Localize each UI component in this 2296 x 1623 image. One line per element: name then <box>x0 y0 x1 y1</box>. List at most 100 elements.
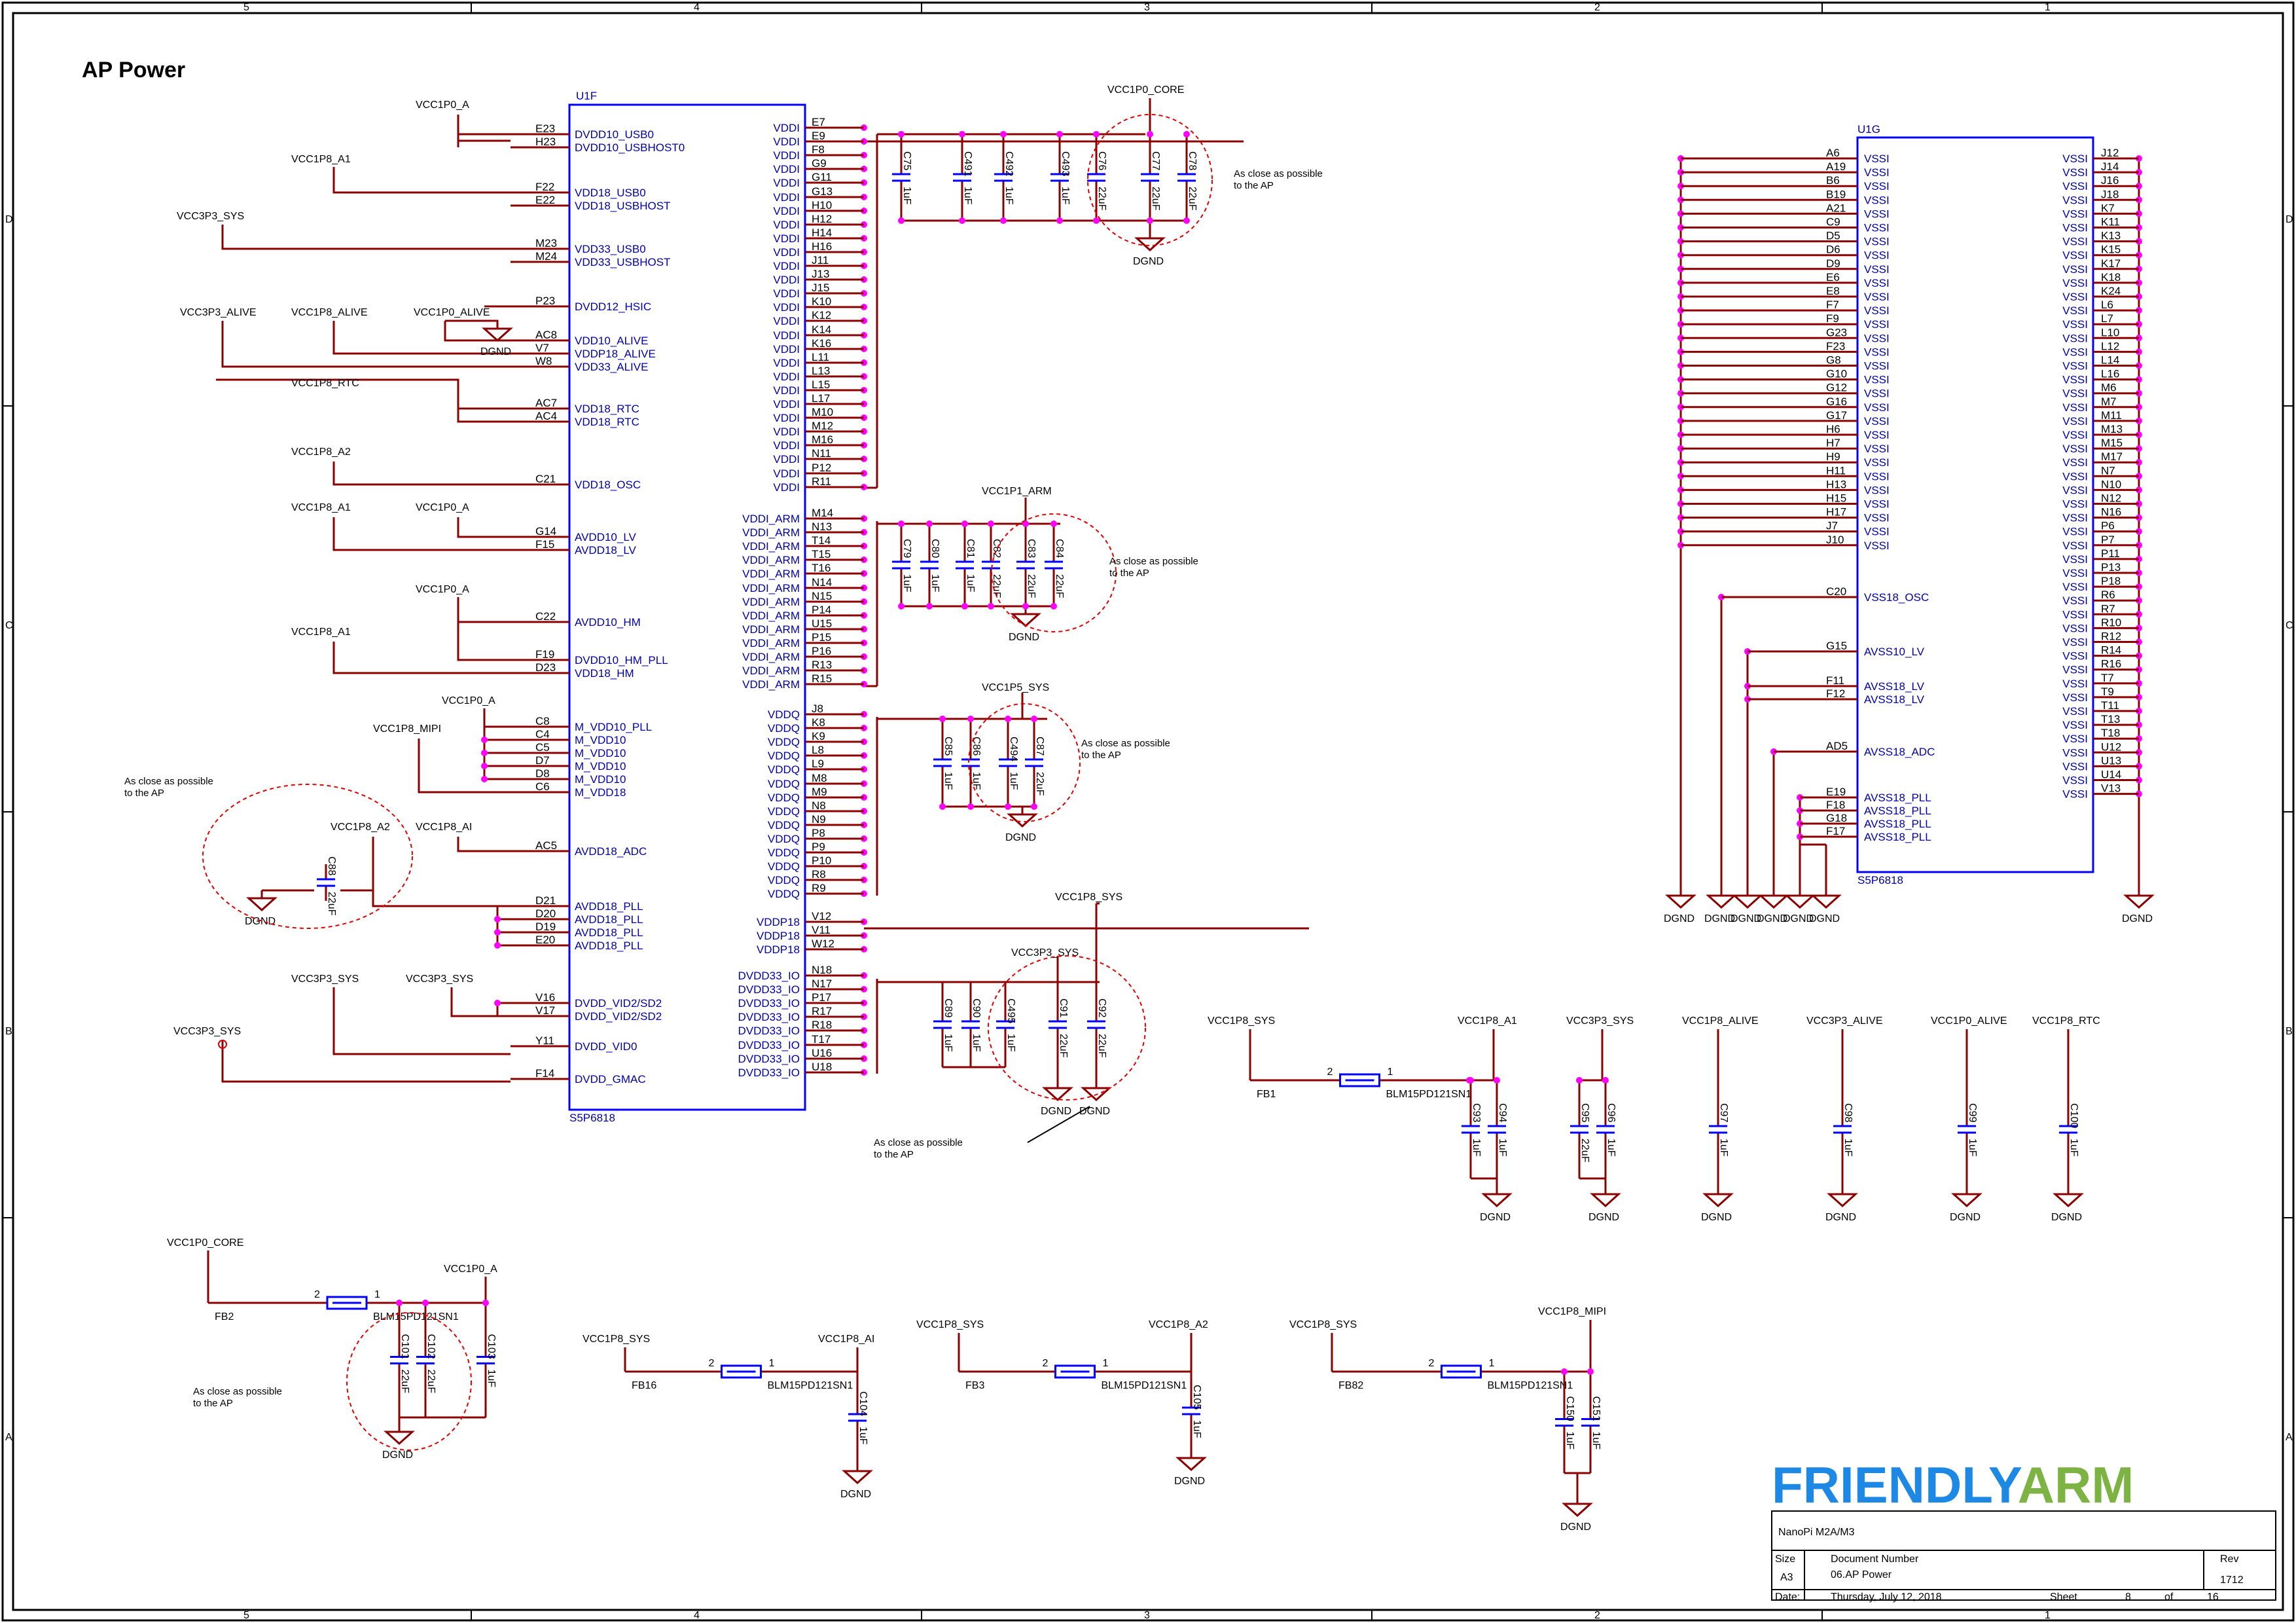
u1f-pin[interactable]: D23VDD18_HM <box>511 661 634 680</box>
u1f-pin[interactable]: N13VDDI_ARM <box>742 520 864 539</box>
capacitor[interactable]: C891uF <box>933 982 954 1067</box>
u1f-pin[interactable]: AC8VDD10_ALIVE <box>511 329 648 347</box>
u1f-pin[interactable]: H10VDDI <box>773 199 864 217</box>
u1f-pin[interactable]: F15AVDD18_LV <box>511 538 637 556</box>
u1f-pin[interactable]: N9VDDQ <box>768 813 864 831</box>
u1f-pin[interactable]: M23VDD33_USB0 <box>511 237 646 255</box>
u1f-pin[interactable]: K10VDDI <box>773 295 864 314</box>
u1f-pin[interactable]: M9VDDQ <box>768 786 864 804</box>
capacitor[interactable]: C901uF <box>961 982 982 1067</box>
u1f-pin[interactable]: P9VDDQ <box>768 841 864 859</box>
u1g-pin[interactable]: G16VSSI <box>1681 395 1890 414</box>
u1g-pin[interactable]: E8VSSI <box>1681 285 1890 303</box>
u1f-pin[interactable]: M12VDDI <box>773 420 864 438</box>
capacitor[interactable]: C7822uF <box>1177 134 1198 221</box>
capacitor[interactable]: C8822uF <box>317 856 337 916</box>
u1f-pin[interactable]: F14DVDD_GMAC <box>511 1067 646 1085</box>
u1f-pin[interactable]: N11VDDI <box>773 447 864 465</box>
u1g-pin[interactable]: B6VSSI <box>1681 174 1890 192</box>
capacitor[interactable]: C10222uF <box>416 1303 437 1417</box>
capacitor[interactable]: C4941uF <box>999 719 1019 807</box>
u1g-pin[interactable]: AD5AVSS18_ADC <box>1774 740 1935 758</box>
capacitor[interactable]: C8422uF <box>1045 524 1065 606</box>
u1g-symbol[interactable]: U1G S5P6818 A6VSSIA19VSSIB6VSSIB19VSSIA2… <box>1681 123 2139 886</box>
u1f-pin[interactable]: P23DVDD12_HSIC <box>511 295 651 313</box>
u1f-pin[interactable]: J15VDDI <box>773 282 864 300</box>
u1f-pin[interactable]: V12VDDP18 <box>757 910 864 928</box>
u1g-pin[interactable]: J18VSSI <box>2062 188 2139 206</box>
u1g-pin[interactable]: M13VSSI <box>2062 423 2139 441</box>
u1f-pin[interactable]: R15VDDI_ARM <box>742 672 864 691</box>
capacitor[interactable]: C941uF <box>1488 1080 1508 1178</box>
capacitor[interactable]: C1001uF <box>2059 1080 2079 1178</box>
u1f-pin[interactable]: D7M_VDD10 <box>511 754 626 773</box>
u1g-pin[interactable]: G17VSSI <box>1681 409 1890 428</box>
u1f-pin[interactable]: U16DVDD33_IO <box>738 1047 864 1065</box>
u1g-pin[interactable]: D5VSSI <box>1681 230 1890 248</box>
u1f-pin[interactable]: L9VDDQ <box>768 757 864 776</box>
u1f-pin[interactable]: J13VDDI <box>773 268 864 286</box>
u1g-pin[interactable]: D9VSSI <box>1681 257 1890 276</box>
capacitor[interactable]: C971uF <box>1709 1080 1729 1178</box>
u1g-pin[interactable]: H15VSSI <box>1681 492 1890 511</box>
u1f-pin[interactable]: V11VDDP18 <box>757 924 864 942</box>
u1f-pin[interactable]: P14VDDI_ARM <box>742 604 864 622</box>
u1f-pin[interactable]: L13VDDI <box>773 365 864 383</box>
capacitor[interactable]: C1501uF <box>1555 1372 1575 1473</box>
capacitor[interactable]: C861uF <box>961 719 982 807</box>
u1f-pin[interactable]: G13VDDI <box>773 185 864 204</box>
u1f-pin[interactable]: N14VDDI_ARM <box>742 576 864 594</box>
u1f-pin[interactable]: T17DVDD33_IO <box>738 1033 864 1051</box>
u1f-pin[interactable]: P8VDDQ <box>768 827 864 845</box>
u1g-pin[interactable]: V13VSSI <box>2062 782 2139 801</box>
capacitor[interactable]: C751uF <box>892 134 912 221</box>
capacitor[interactable]: C9522uF <box>1570 1080 1590 1178</box>
ferrite-bead[interactable]: FB2BLM15PD121SN121 <box>208 1289 486 1322</box>
u1g-pin[interactable]: R10VSSI <box>2062 616 2139 634</box>
u1g-pin[interactable]: K24VSSI <box>2062 285 2139 303</box>
u1f-pin[interactable]: K16VDDI <box>773 337 864 356</box>
u1g-pin[interactable]: E6VSSI <box>1681 271 1890 289</box>
u1g-pin[interactable]: F12AVSS18_LV <box>1748 687 1925 706</box>
u1f-pin[interactable]: N8VDDQ <box>768 799 864 818</box>
u1g-pin[interactable]: F11AVSS18_LV <box>1748 674 1925 693</box>
capacitor[interactable]: C981uF <box>1833 1080 1854 1178</box>
ferrite-bead[interactable]: FB3BLM15PD121SN121 <box>959 1358 1191 1391</box>
u1g-pin[interactable]: B19VSSI <box>1681 188 1890 206</box>
u1f-pin[interactable]: K8VDDQ <box>768 716 864 735</box>
u1g-pin[interactable]: N16VSSI <box>2062 506 2139 524</box>
u1f-pin[interactable]: D20AVDD18_PLL <box>511 907 643 926</box>
u1g-pin[interactable]: J7VSSI <box>1681 520 1890 538</box>
u1f-pin[interactable]: G11VDDI <box>773 171 864 189</box>
u1g-pin[interactable]: U14VSSI <box>2062 769 2139 787</box>
u1g-pin[interactable]: H11VSSI <box>1681 464 1890 483</box>
u1f-pin[interactable]: D21AVDD18_PLL <box>511 894 643 913</box>
u1f-pin[interactable]: P16VDDI_ARM <box>742 645 864 663</box>
u1g-pin[interactable]: R16VSSI <box>2062 658 2139 676</box>
u1f-pin[interactable]: F8VDDI <box>773 143 864 162</box>
u1f-pin[interactable]: G9VDDI <box>773 157 864 175</box>
u1f-pin[interactable]: E20AVDD18_PLL <box>511 934 643 952</box>
u1g-pin[interactable]: T9VSSI <box>2062 685 2139 704</box>
u1f-pin[interactable]: U18DVDD33_IO <box>738 1061 864 1079</box>
u1g-pin[interactable]: G23VSSI <box>1681 326 1890 344</box>
capacitor[interactable]: C811uF <box>956 524 976 606</box>
u1f-pin[interactable]: D19AVDD18_PLL <box>511 921 643 939</box>
u1f-pin[interactable]: T16VDDI_ARM <box>742 562 864 580</box>
u1f-pin[interactable]: M8VDDQ <box>768 772 864 790</box>
u1g-pin[interactable]: K15VSSI <box>2062 244 2139 262</box>
ferrite-bead[interactable]: FB82BLM15PD121SN121 <box>1332 1358 1590 1391</box>
u1g-pin[interactable]: A19VSSI <box>1681 160 1890 179</box>
capacitor[interactable]: C961uF <box>1596 1080 1617 1178</box>
u1f-pin[interactable]: N17DVDD33_IO <box>738 977 864 996</box>
u1g-pin[interactable]: F9VSSI <box>1681 312 1890 331</box>
u1f-pin[interactable]: R13VDDI_ARM <box>742 659 864 677</box>
u1f-pin[interactable]: T15VDDI_ARM <box>742 548 864 566</box>
u1g-pin[interactable]: T13VSSI <box>2062 713 2139 731</box>
u1f-pin[interactable]: R9VDDQ <box>768 882 864 900</box>
u1f-pin[interactable]: V17DVDD_VID2/SD2 <box>511 1004 662 1023</box>
capacitor[interactable]: C9122uF <box>1049 982 1069 1067</box>
u1f-pin[interactable]: L11VDDI <box>773 351 864 369</box>
u1f-pin[interactable]: D8M_VDD10 <box>511 767 626 786</box>
u1f-pin[interactable]: C4M_VDD10 <box>511 728 626 746</box>
